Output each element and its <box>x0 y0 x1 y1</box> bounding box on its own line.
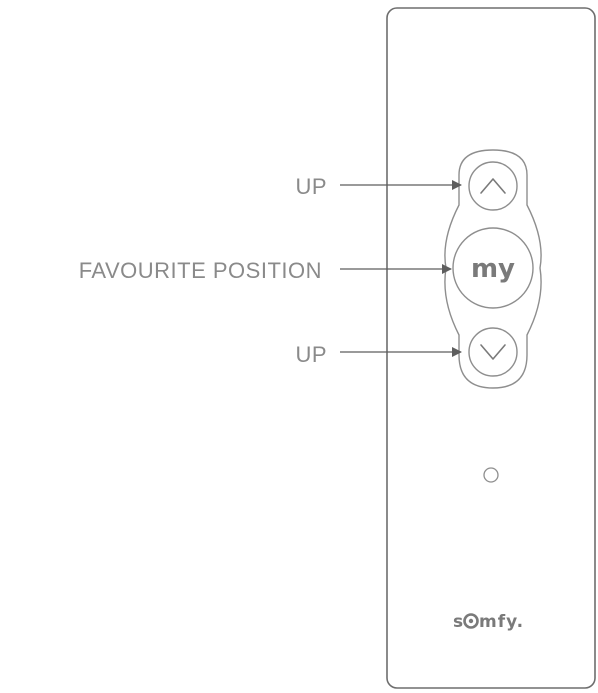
down-button[interactable] <box>468 327 518 377</box>
chevron-down-icon <box>480 344 506 360</box>
my-button[interactable]: my <box>452 227 534 309</box>
callout-down-label: UP <box>295 342 327 367</box>
chevron-up-icon <box>480 178 506 194</box>
up-button[interactable] <box>468 161 518 211</box>
logo-o-mark <box>463 613 479 629</box>
my-button-label: my <box>471 254 515 284</box>
callout-favourite-label: FAVOURITE POSITION <box>79 258 322 283</box>
svg-text:s: s <box>453 612 464 632</box>
led-indicator-icon <box>483 467 499 483</box>
callout-up-label: UP <box>295 174 327 199</box>
brand-logo: s mfy. <box>453 612 524 632</box>
svg-text:mfy.: mfy. <box>479 612 524 632</box>
